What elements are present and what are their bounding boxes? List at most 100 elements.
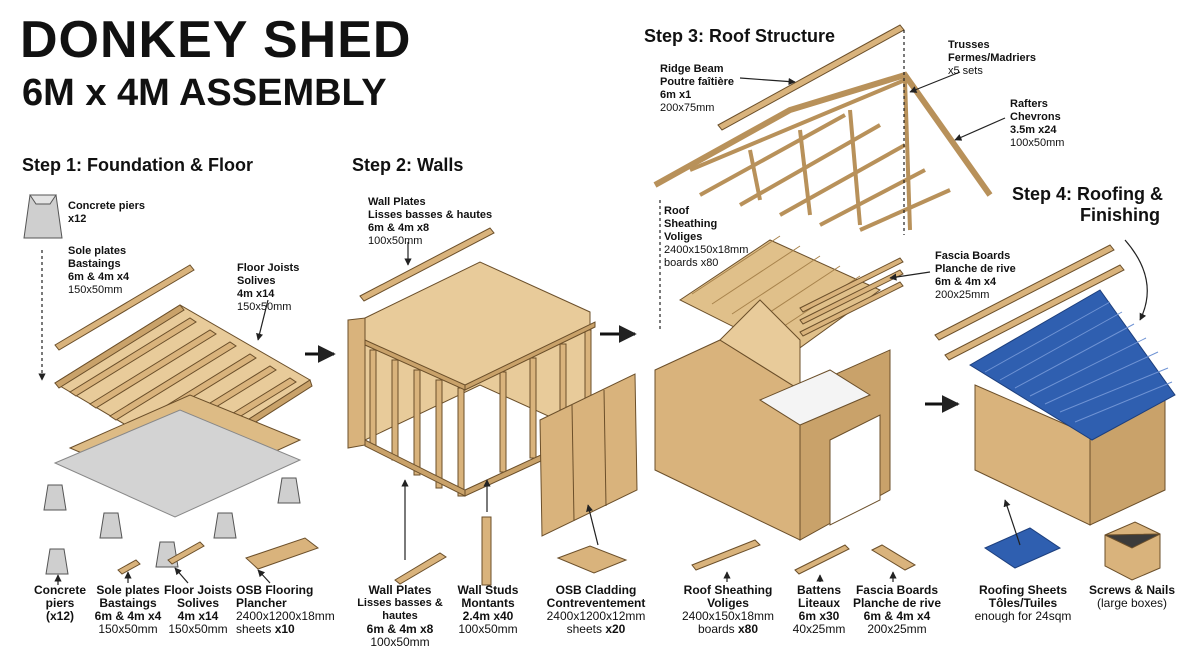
callout-text: Concrete piers — [68, 200, 146, 212]
callout-text: Sheathing — [664, 218, 718, 230]
material-text: 150x50mm — [98, 622, 158, 636]
callout-text: Solives — [237, 275, 276, 287]
callout-text: x5 sets — [948, 65, 983, 77]
step4-shed-illustration — [934, 244, 1176, 581]
material-text: Solives — [176, 596, 220, 610]
callout-trusses: Trusses Fermes/Madriers x5 sets — [948, 39, 1036, 78]
step2-heading: Step 2: Walls — [352, 155, 464, 175]
callout-text: Voliges — [664, 231, 703, 243]
material-text: (x12) — [45, 609, 74, 623]
material-text: 2400x1200x12mm — [546, 609, 646, 623]
main-title: DONKEY SHED — [20, 11, 412, 69]
callout-text: 150x50mm — [68, 284, 123, 296]
callout-text: Wall Plates — [368, 196, 426, 208]
callout-text: Trusses — [948, 39, 990, 51]
material-text: Wall Plates — [368, 583, 432, 597]
material-text: enough for 24sqm — [974, 609, 1072, 623]
material-text: Plancher — [236, 596, 287, 610]
material-text: Roofing Sheets — [978, 583, 1067, 597]
material-text: Lisses basses & hautes — [357, 597, 443, 622]
callout-text: 6m x1 — [660, 89, 692, 101]
material-text: Liteaux — [797, 596, 840, 610]
callout-roof-sheathing: Roof Sheathing Voliges 2400x150x18mm boa… — [664, 205, 748, 270]
material-text: 2.4m x40 — [462, 609, 514, 623]
callout-text: Sole plates — [68, 245, 127, 257]
callout-text: Planche de rive — [935, 263, 1016, 275]
step1-heading: Step 1: Foundation & Floor — [22, 155, 253, 175]
step1-floor-illustration — [23, 194, 320, 575]
step3-roof-illustration — [653, 24, 993, 575]
callout-wall-plates: Wall Plates Lisses basses & hautes 6m & … — [368, 196, 492, 248]
callout-text: Fascia Boards — [935, 250, 1011, 262]
sub-title: 6M x 4M ASSEMBLY — [22, 72, 387, 114]
material-qty: x80 — [738, 622, 759, 636]
callout-text: Chevrons — [1010, 111, 1061, 123]
callout-text: Roof — [664, 205, 690, 217]
callout-text: 6m & 4m x8 — [368, 222, 430, 234]
callout-text: boards x80 — [664, 257, 719, 269]
material-text: 6m x30 — [798, 609, 840, 623]
callout-text: Bastaings — [68, 258, 121, 270]
material-text: Floor Joists — [163, 583, 232, 597]
material-text: Tôles/Tuiles — [988, 596, 1058, 610]
callout-text: 200x75mm — [660, 102, 715, 114]
material-text: 2400x150x18mm — [681, 609, 775, 623]
material-text: 6m & 4m x4 — [863, 609, 931, 623]
step2-walls-illustration — [347, 227, 638, 586]
material-text: Planche de rive — [852, 596, 942, 610]
material-text: Battens — [796, 583, 841, 597]
material-roofing-sheets: Roofing Sheets Tôles/Tuiles enough for 2… — [968, 584, 1078, 623]
material-text: Contreventement — [546, 596, 646, 610]
material-qty: x10 — [274, 622, 295, 636]
callout-text: Poutre faîtière — [660, 76, 734, 88]
material-text: (large boxes) — [1096, 596, 1168, 610]
material-text: 40x25mm — [792, 622, 846, 636]
material-text: OSB Flooring — [236, 583, 314, 597]
callout-text: 200x25mm — [935, 289, 990, 301]
material-text: Screws & Nails — [1088, 583, 1176, 597]
callout-text: Floor Joists — [237, 262, 300, 274]
material-screws-nails: Screws & Nails (large boxes) — [1084, 584, 1180, 610]
material-osb-flooring: OSB Flooring Plancher 2400x1200x18mm she… — [236, 584, 340, 636]
material-battens: Battens Liteaux 6m x30 40x25mm — [788, 584, 850, 636]
material-text: 100x50mm — [458, 622, 518, 636]
callout-text: 6m & 4m x4 — [68, 271, 130, 283]
callout-text: 3.5m x24 — [1010, 124, 1057, 136]
material-floor-joists: Floor Joists Solives 4m x14 150x50mm — [160, 584, 236, 636]
material-roof-sheathing: Roof Sheathing Voliges 2400x150x18mm boa… — [680, 584, 776, 636]
material-text: sheets — [566, 622, 606, 636]
material-text: 6m & 4m x4 — [94, 609, 162, 623]
callout-text: Lisses basses & hautes — [368, 209, 493, 221]
step4-heading: Step 4: Roofing & — [1012, 184, 1163, 204]
material-text: boards — [697, 622, 738, 636]
material-text: sheets — [236, 622, 275, 636]
material-text: Voliges — [707, 596, 749, 610]
material-text: 6m & 4m x8 — [366, 622, 434, 636]
material-text: Concrete — [33, 583, 86, 597]
material-text: Sole plates — [96, 583, 160, 597]
callout-rafters: Rafters Chevrons 3.5m x24 100x50mm — [1010, 98, 1064, 150]
material-text: piers — [45, 596, 75, 610]
material-text: Fascia Boards — [855, 583, 939, 597]
material-sole-plates: Sole plates Bastaings 6m & 4m x4 150x50m… — [90, 584, 166, 636]
material-text: 4m x14 — [177, 609, 219, 623]
step4-heading-cont: Finishing — [1080, 205, 1160, 225]
material-text: Montants — [461, 596, 515, 610]
material-text: 2400x1200x18mm — [236, 609, 335, 623]
material-text: Bastaings — [99, 596, 157, 610]
callout-ridge-beam: Ridge Beam Poutre faîtière 6m x1 200x75m… — [660, 63, 734, 115]
material-text: 150x50mm — [168, 622, 228, 636]
callout-fascia-boards: Fascia Boards Planche de rive 6m & 4m x4… — [935, 250, 1016, 302]
callout-text: 100x50mm — [1010, 137, 1065, 149]
material-text: Roof Sheathing — [683, 583, 773, 597]
material-text: 100x50mm — [370, 635, 430, 649]
leader-lines — [38, 30, 1148, 585]
callout-floor-joists: Floor Joists Solives 4m x14 150x50mm — [237, 262, 299, 314]
blue-roof-icon — [969, 289, 1176, 441]
callout-text: 2400x150x18mm — [664, 244, 749, 256]
material-text: 200x25mm — [867, 622, 927, 636]
step-arrows — [305, 325, 960, 413]
callout-text: 150x50mm — [237, 301, 292, 313]
callout-text: 100x50mm — [368, 235, 423, 247]
